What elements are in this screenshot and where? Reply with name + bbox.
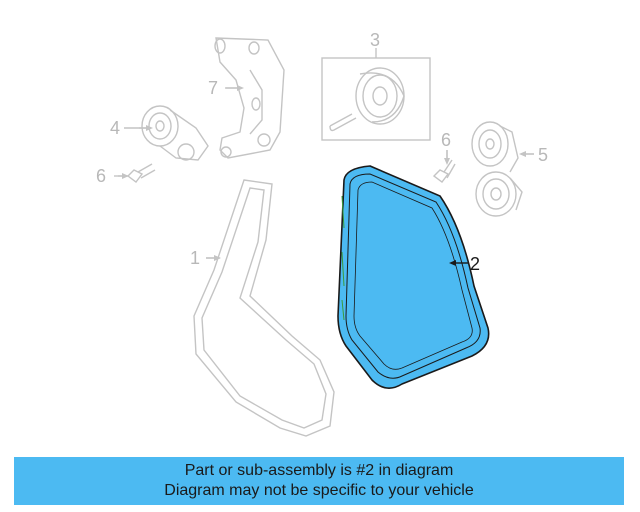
part-2-drive-belt[interactable]: [337, 165, 490, 389]
callout-2: 2: [470, 254, 480, 274]
part-3-idler-pulley[interactable]: [321, 48, 431, 141]
part-7-bracket[interactable]: [214, 37, 285, 159]
callout-7: 7: [208, 78, 218, 98]
callout-6-right: 6: [441, 130, 451, 150]
callout-6-left: 6: [96, 166, 106, 186]
leader-arrows: [114, 85, 534, 261]
part-4-tensioner[interactable]: [139, 105, 209, 161]
callout-1: 1: [190, 248, 200, 268]
callout-3: 3: [370, 30, 380, 50]
part-1-serpentine-belt[interactable]: [193, 179, 335, 437]
part-6-bolt-left[interactable]: [118, 163, 156, 183]
callout-5: 5: [538, 145, 548, 165]
leader-arrow-2: [449, 260, 468, 266]
part-5-pulley-assembly[interactable]: [471, 121, 534, 217]
banner-line-1: Part or sub-assembly is #2 in diagram: [184, 462, 454, 479]
part-6-bolt-right[interactable]: [432, 150, 456, 183]
parts-diagram: 3 7 4 6 6 5 1 2: [96, 30, 548, 437]
callout-4: 4: [110, 118, 120, 138]
banner-line-2: Diagram may not be specific to your vehi…: [164, 482, 474, 499]
info-banner: Part or sub-assembly is #2 in diagram Di…: [14, 457, 624, 505]
